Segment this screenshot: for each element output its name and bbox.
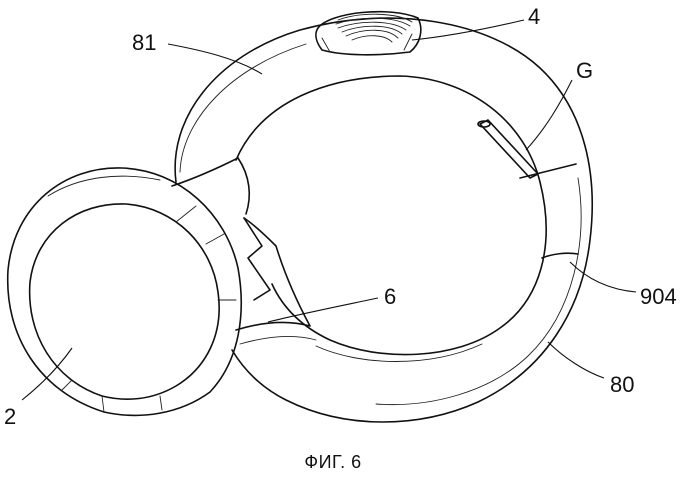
slot-g [478, 120, 538, 178]
connector-part-6 [236, 218, 316, 344]
top-grip-contour [346, 30, 398, 38]
ref-label-81: 81 [132, 30, 156, 55]
ref-label-g: G [576, 58, 593, 83]
connector-shade [240, 337, 316, 344]
small-ring-shade-line [48, 176, 160, 196]
ref-label-6: 6 [384, 284, 396, 309]
top-grip-contour [404, 34, 412, 50]
mark-904 [542, 253, 578, 258]
large-ring-shade-line [180, 44, 306, 172]
top-grip-contour [352, 36, 392, 42]
small-ring-segment-line [62, 380, 72, 390]
large-ring-inner-edge [236, 76, 546, 355]
leader-80 [548, 342, 604, 378]
leader-g [526, 80, 572, 150]
small-ring-outer-edge [8, 168, 242, 415]
large-ring-shade-line [376, 178, 581, 405]
large-ring-shade-line [316, 344, 482, 362]
leader-6 [268, 298, 378, 322]
connector-wedge [244, 218, 270, 300]
figure-caption: ФИГ. 6 [0, 452, 666, 473]
leader-lines [22, 20, 636, 400]
small-ring-segment-line [102, 396, 104, 412]
ref-label-2: 2 [4, 404, 16, 429]
small-ring-segment-line [160, 396, 162, 410]
ring-segment-joint [238, 158, 249, 214]
slot-g-outline [480, 120, 538, 178]
leader-4 [412, 20, 524, 40]
small-ring-inner-edge [30, 204, 220, 399]
ring-segment-joint [172, 158, 238, 186]
small-ring-segment-line [176, 206, 196, 222]
large-ring [172, 18, 592, 422]
connector-body [236, 218, 310, 330]
small-ring-part-2 [8, 168, 242, 415]
ref-label-4: 4 [528, 4, 540, 29]
small-ring-segment-line [206, 234, 224, 244]
ref-label-904: 904 [640, 284, 677, 309]
ref-label-80: 80 [610, 372, 634, 397]
leader-81 [168, 44, 262, 74]
